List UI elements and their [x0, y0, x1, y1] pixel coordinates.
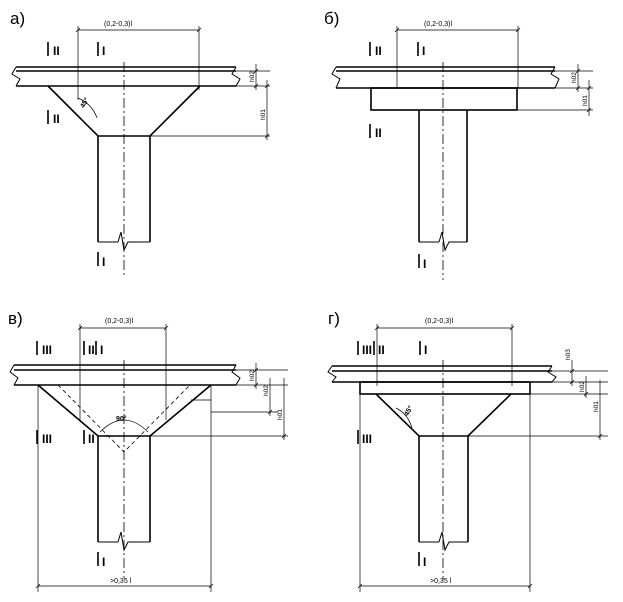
- section-mark-ii: II: [53, 44, 60, 58]
- panel-v: в) (0,2-0,3)l III II I 90° III II: [8, 309, 288, 592]
- panel-a: а) (0,2-0,3)l II I 45° II I: [10, 9, 270, 278]
- h02-label: h02: [249, 71, 256, 82]
- angle-label: 45°: [403, 404, 415, 417]
- section-mark-bottom: I: [102, 555, 105, 569]
- h03-label: h03: [565, 349, 572, 360]
- panel-b-label: б): [324, 9, 339, 28]
- bottom-dimension-label: >0,35 l: [430, 578, 452, 585]
- section-mark-iii: III: [362, 343, 372, 357]
- section-mark-i: I: [424, 343, 427, 357]
- section-mark-ii: II: [375, 44, 382, 58]
- section-mark-mid: III: [362, 432, 372, 446]
- section-mark-i: I: [100, 343, 103, 357]
- section-mark-mid: II: [375, 126, 382, 140]
- panel-v-label: в): [8, 309, 23, 328]
- section-mark-ii: II: [88, 343, 95, 357]
- angle-label: 45°: [79, 96, 91, 109]
- section-mark-mid-iii: III: [42, 432, 52, 446]
- panel-b: б) (0,2-0,3)l II I II I: [324, 9, 593, 280]
- panel-g: г) (0,2-0,3)l III II I 45° III I: [327, 309, 608, 592]
- top-dimension-label: (0,2-0,3)l: [424, 21, 452, 28]
- top-dimension-label: (0,2-0,3)l: [425, 318, 453, 325]
- h01-label: h01: [260, 109, 267, 120]
- h02-label-2: h02: [263, 385, 270, 396]
- section-mark-i: I: [102, 44, 105, 58]
- section-mark-i: I: [422, 44, 425, 58]
- section-mark-bottom: I: [423, 257, 426, 271]
- h01-label: h01: [277, 409, 284, 420]
- section-mark-iii: III: [42, 343, 52, 357]
- section-mark-mid: II: [53, 112, 60, 126]
- top-dimension-label: (0,2-0,3)l: [104, 21, 132, 28]
- h01-label: h01: [582, 95, 589, 106]
- angle-label: 90°: [116, 415, 127, 423]
- top-dimension-label: (0,2-0,3)l: [105, 318, 133, 325]
- bottom-dimension-label: >0,35 l: [110, 578, 132, 585]
- h01-label: h01: [593, 401, 600, 412]
- section-mark-mid-ii: II: [88, 432, 95, 446]
- h02-label: h02: [579, 381, 586, 392]
- panel-a-label: а): [10, 9, 25, 28]
- h02-label: h02: [249, 370, 256, 381]
- h02-label: h02: [571, 72, 578, 83]
- panel-g-label: г): [328, 309, 340, 328]
- section-mark-ii: II: [378, 343, 385, 357]
- section-mark-bottom: I: [423, 555, 426, 569]
- section-mark-bottom: I: [102, 255, 105, 269]
